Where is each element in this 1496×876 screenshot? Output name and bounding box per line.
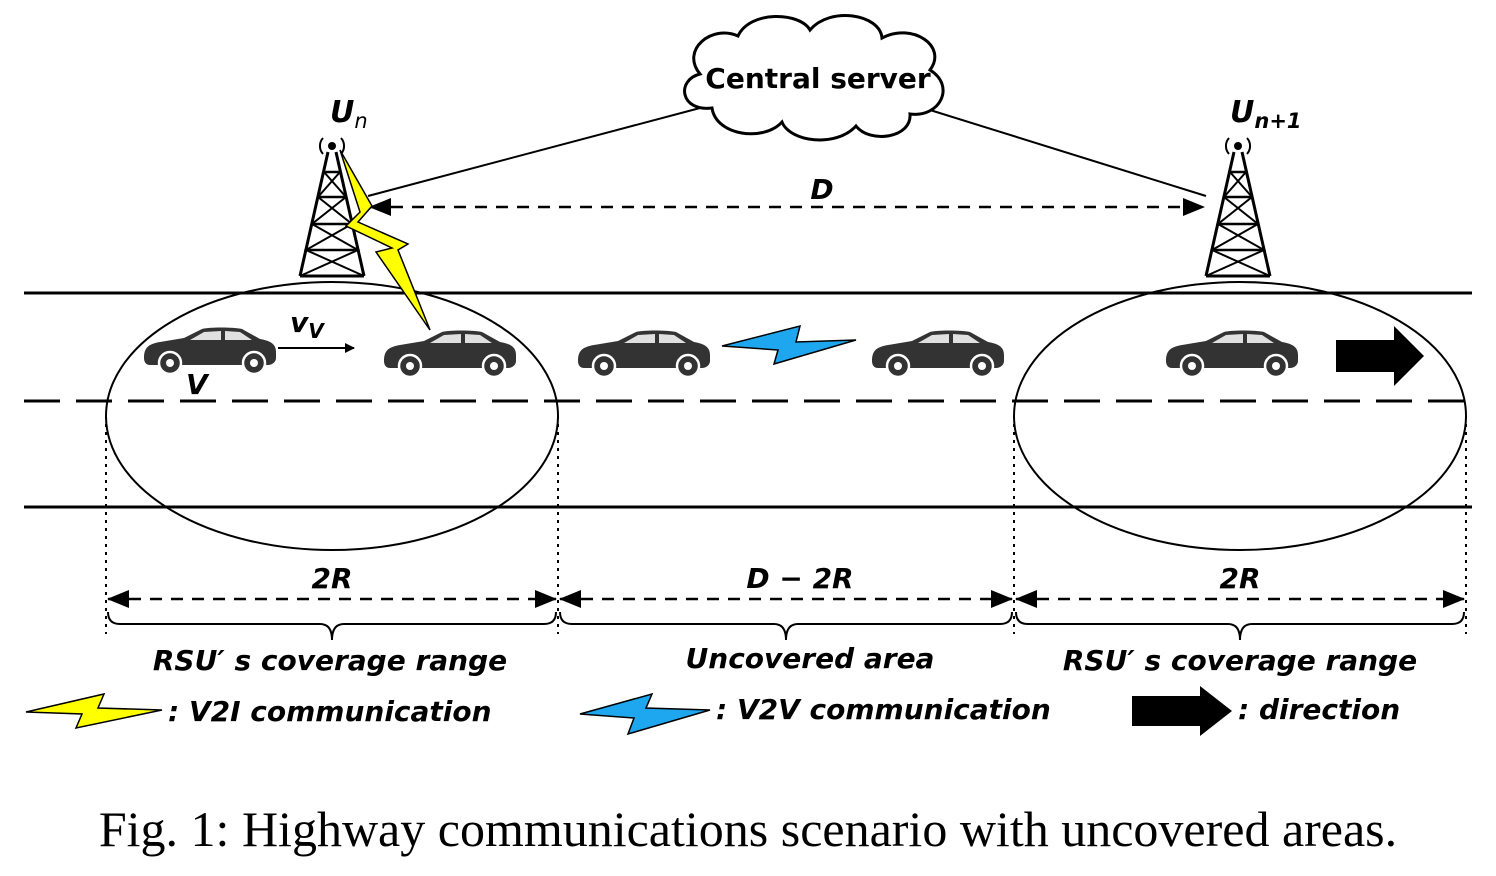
brace-middle — [559, 611, 1013, 641]
boundary-guides — [105, 416, 1467, 634]
legend-v2v-label: : V2V communication — [716, 693, 1051, 726]
brace-right — [1015, 611, 1465, 641]
rsu-tower-right-icon — [1204, 136, 1272, 278]
vehicle-v-label: V — [186, 368, 210, 401]
segment-caption-left: RSU′ s coverage range — [153, 644, 507, 677]
vehicle-v-car-icon — [142, 326, 278, 376]
rsu-tower-left-icon — [298, 136, 366, 278]
distance-d-label: D — [810, 173, 833, 206]
legend-v2i-label: : V2I communication — [168, 695, 492, 728]
direction-arrow-icon — [1336, 326, 1424, 386]
coverage-area-left — [105, 281, 559, 551]
figure-caption: Fig. 1: Highway communications scenario … — [98, 801, 1398, 857]
velocity-label: vV — [290, 306, 325, 343]
brace-group — [107, 611, 1465, 641]
rsu-right-label: Un+1 — [1230, 95, 1302, 133]
central-server-cloud: Central server — [683, 14, 945, 142]
brace-left — [107, 611, 557, 641]
v2i-lightning-icon — [339, 149, 431, 331]
width-label-middle: D − 2R — [746, 562, 853, 595]
coverage-area-right — [1013, 281, 1467, 551]
v2v-lightning-icon — [721, 324, 857, 366]
legend-v2i-icon — [25, 692, 163, 730]
legend-direction-label: : direction — [1238, 693, 1400, 726]
legend-direction-icon — [1132, 686, 1232, 736]
segment-caption-middle: Uncovered area — [686, 642, 935, 675]
segment-caption-right: RSU′ s coverage range — [1063, 644, 1417, 677]
legend: : V2I communication : V2V communication … — [25, 686, 1400, 736]
server-link-right — [929, 109, 1207, 197]
server-link-left — [367, 107, 701, 197]
car-icon — [382, 329, 518, 379]
width-label-left: 2R — [311, 562, 352, 595]
rsu-left-label: Un — [330, 95, 368, 133]
legend-v2v-icon — [579, 692, 711, 736]
car-icon — [576, 329, 712, 379]
width-label-right: 2R — [1219, 562, 1260, 595]
car-icon — [870, 329, 1006, 379]
car-icon — [1164, 329, 1300, 379]
central-server-label: Central server — [705, 62, 931, 95]
